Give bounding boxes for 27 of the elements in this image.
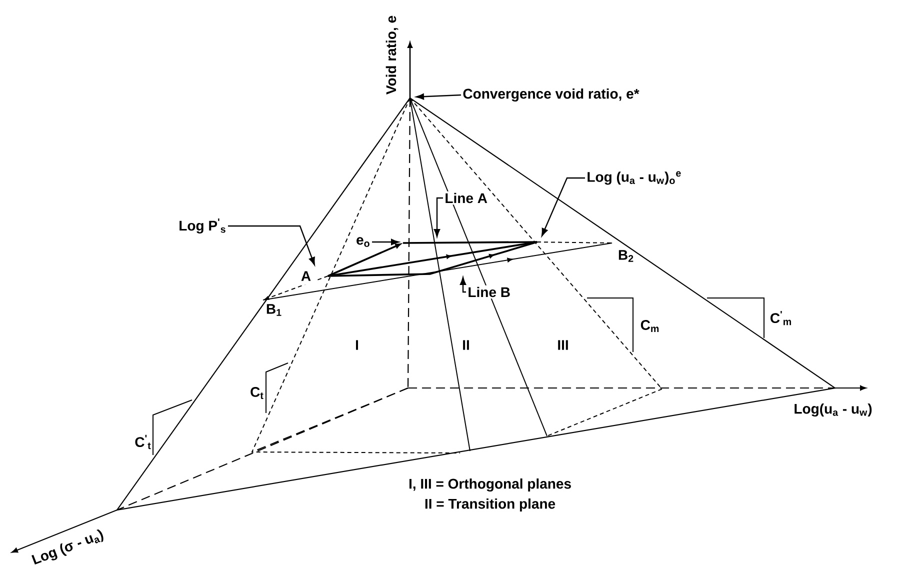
leader-arrow <box>416 94 462 100</box>
leader-arrow <box>372 238 399 246</box>
leader-arrow <box>228 225 315 266</box>
leader-arrow <box>460 277 466 293</box>
region-label: I <box>356 340 358 350</box>
note: I, III = Orthogonal planes <box>409 478 571 492</box>
slope-label: C$^{'}$m <box>770 310 791 326</box>
point-label: B$_{1}$ <box>266 304 282 316</box>
callout-text: Convergence void ratio, e* <box>461 86 641 104</box>
callout-text: Log P$^{'}$s <box>177 217 228 235</box>
region-label: II <box>463 340 469 350</box>
slope-label: C$_{t}$ <box>250 386 264 399</box>
leader-arrow <box>434 197 443 237</box>
note: II = Transition plane <box>425 498 556 512</box>
region-label: III <box>558 340 568 350</box>
callout-text: e$_{o}$ <box>354 236 372 248</box>
label: Log (σ - u$_{a}$) <box>32 529 104 565</box>
callout-text: A <box>296 267 316 285</box>
label: Log(u$_{a}$ - u$_{w}$) <box>794 403 872 417</box>
callout-text: Line A <box>443 191 489 205</box>
callout-text: Log (u$_{a}$ - u$_{w}$)$_{o}$e <box>585 170 684 186</box>
slope-label: C$^{'}$t <box>135 434 151 450</box>
point-label: B$_{2}$ <box>618 250 634 262</box>
label: Void ratio, e <box>386 16 398 94</box>
callout-text: Line B <box>466 285 512 299</box>
slope-label: C$_{m}$ <box>640 320 659 332</box>
leader-arrow <box>541 177 585 236</box>
